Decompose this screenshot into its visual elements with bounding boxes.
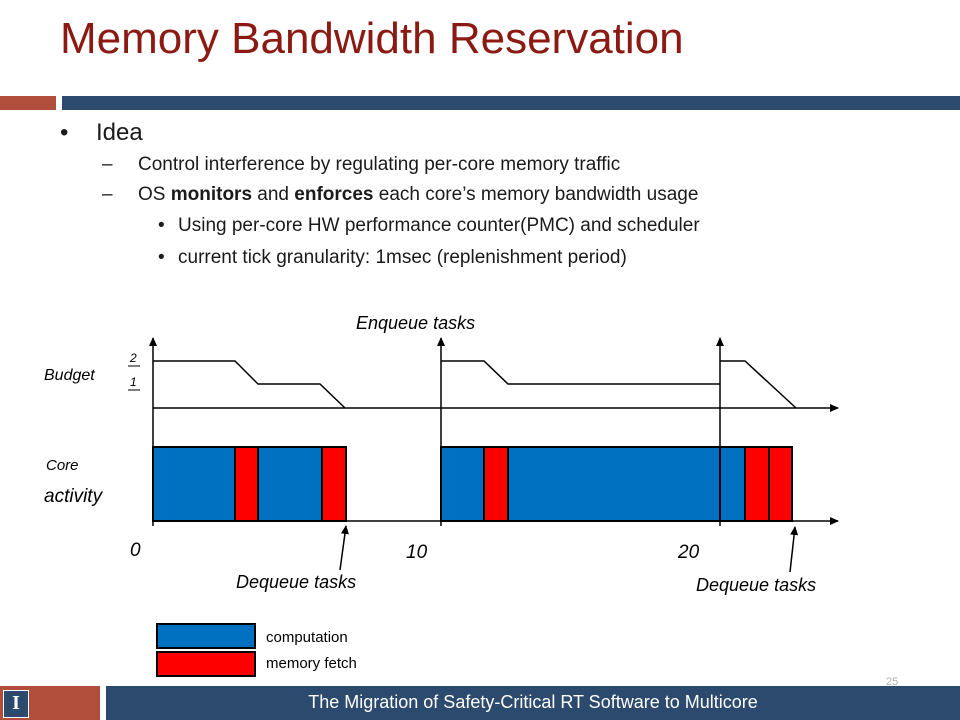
subbullet-os-text: OS monitors and enforces each core’s mem… [138,184,698,206]
core-label: Core [46,457,79,474]
bullet-dot: • [158,247,165,268]
subsubbullet-tick-text: current tick granularity: 1msec (repleni… [178,247,627,268]
page-number: 25 [886,676,899,688]
bullet-idea-text: Idea [96,119,143,146]
budget-line-period-1 [153,360,346,409]
dash-marker: – [102,184,113,205]
footer-text: The Migration of Safety-Critical RT Soft… [308,692,758,712]
computation-block [152,446,236,522]
time-label-0: 0 [130,540,141,561]
dequeue-arrow-2 [789,526,799,573]
legend-memory-fetch-label: memory fetch [266,655,357,672]
dequeue-arrow-1 [339,525,349,571]
os-text-post: each core’s memory bandwidth usage [373,184,699,205]
header-band-red [0,96,56,110]
enqueue-label: Enqueue tasks [356,313,475,333]
legend-computation-swatch [156,623,256,649]
dequeue-label-2: Dequeue tasks [696,575,816,595]
footer-bar: The Migration of Safety-Critical RT Soft… [0,686,960,720]
legend-computation-label: computation [266,629,348,646]
memory-fetch-block [321,446,347,522]
subbullet-control-text: Control interference by regulating per-c… [138,154,621,175]
budget-label: Budget [44,367,95,384]
memory-fetch-block [744,446,770,522]
monitors-bold: monitors [170,184,253,205]
budget-line-period-2 [441,360,720,385]
budget-line-period-3 [720,360,797,409]
slide-title: Memory Bandwidth Reservation [60,14,684,63]
subsubbullet-pmc-text: Using per-core HW performance counter(PM… [178,215,700,236]
memory-fetch-block [768,446,793,522]
bullet-dot: • [158,215,165,236]
university-logo-icon: I [3,690,29,718]
os-text-mid: and [252,184,295,205]
enforces-bold: enforces [294,184,374,205]
budget-tick-1: 1 [130,375,137,389]
dequeue-label-1: Dequeue tasks [236,572,356,592]
computation-block [719,446,746,522]
time-label-20: 20 [677,542,700,563]
logo-letter: I [12,692,20,714]
memory-fetch-block [483,446,509,522]
memory-fetch-block [234,446,259,522]
legend-memory-fetch-swatch [156,651,256,677]
computation-block [507,446,721,522]
time-label-10: 10 [406,542,428,563]
header-band-blue [62,96,960,110]
footer-band-blue [106,686,960,720]
budget-tick-2: 2 [129,351,137,365]
activity-label: activity [44,486,104,507]
computation-block [440,446,485,522]
os-text-pre: OS [138,184,171,205]
bullet-dot: • [60,119,69,146]
dash-marker: – [102,154,113,175]
computation-block [257,446,323,522]
